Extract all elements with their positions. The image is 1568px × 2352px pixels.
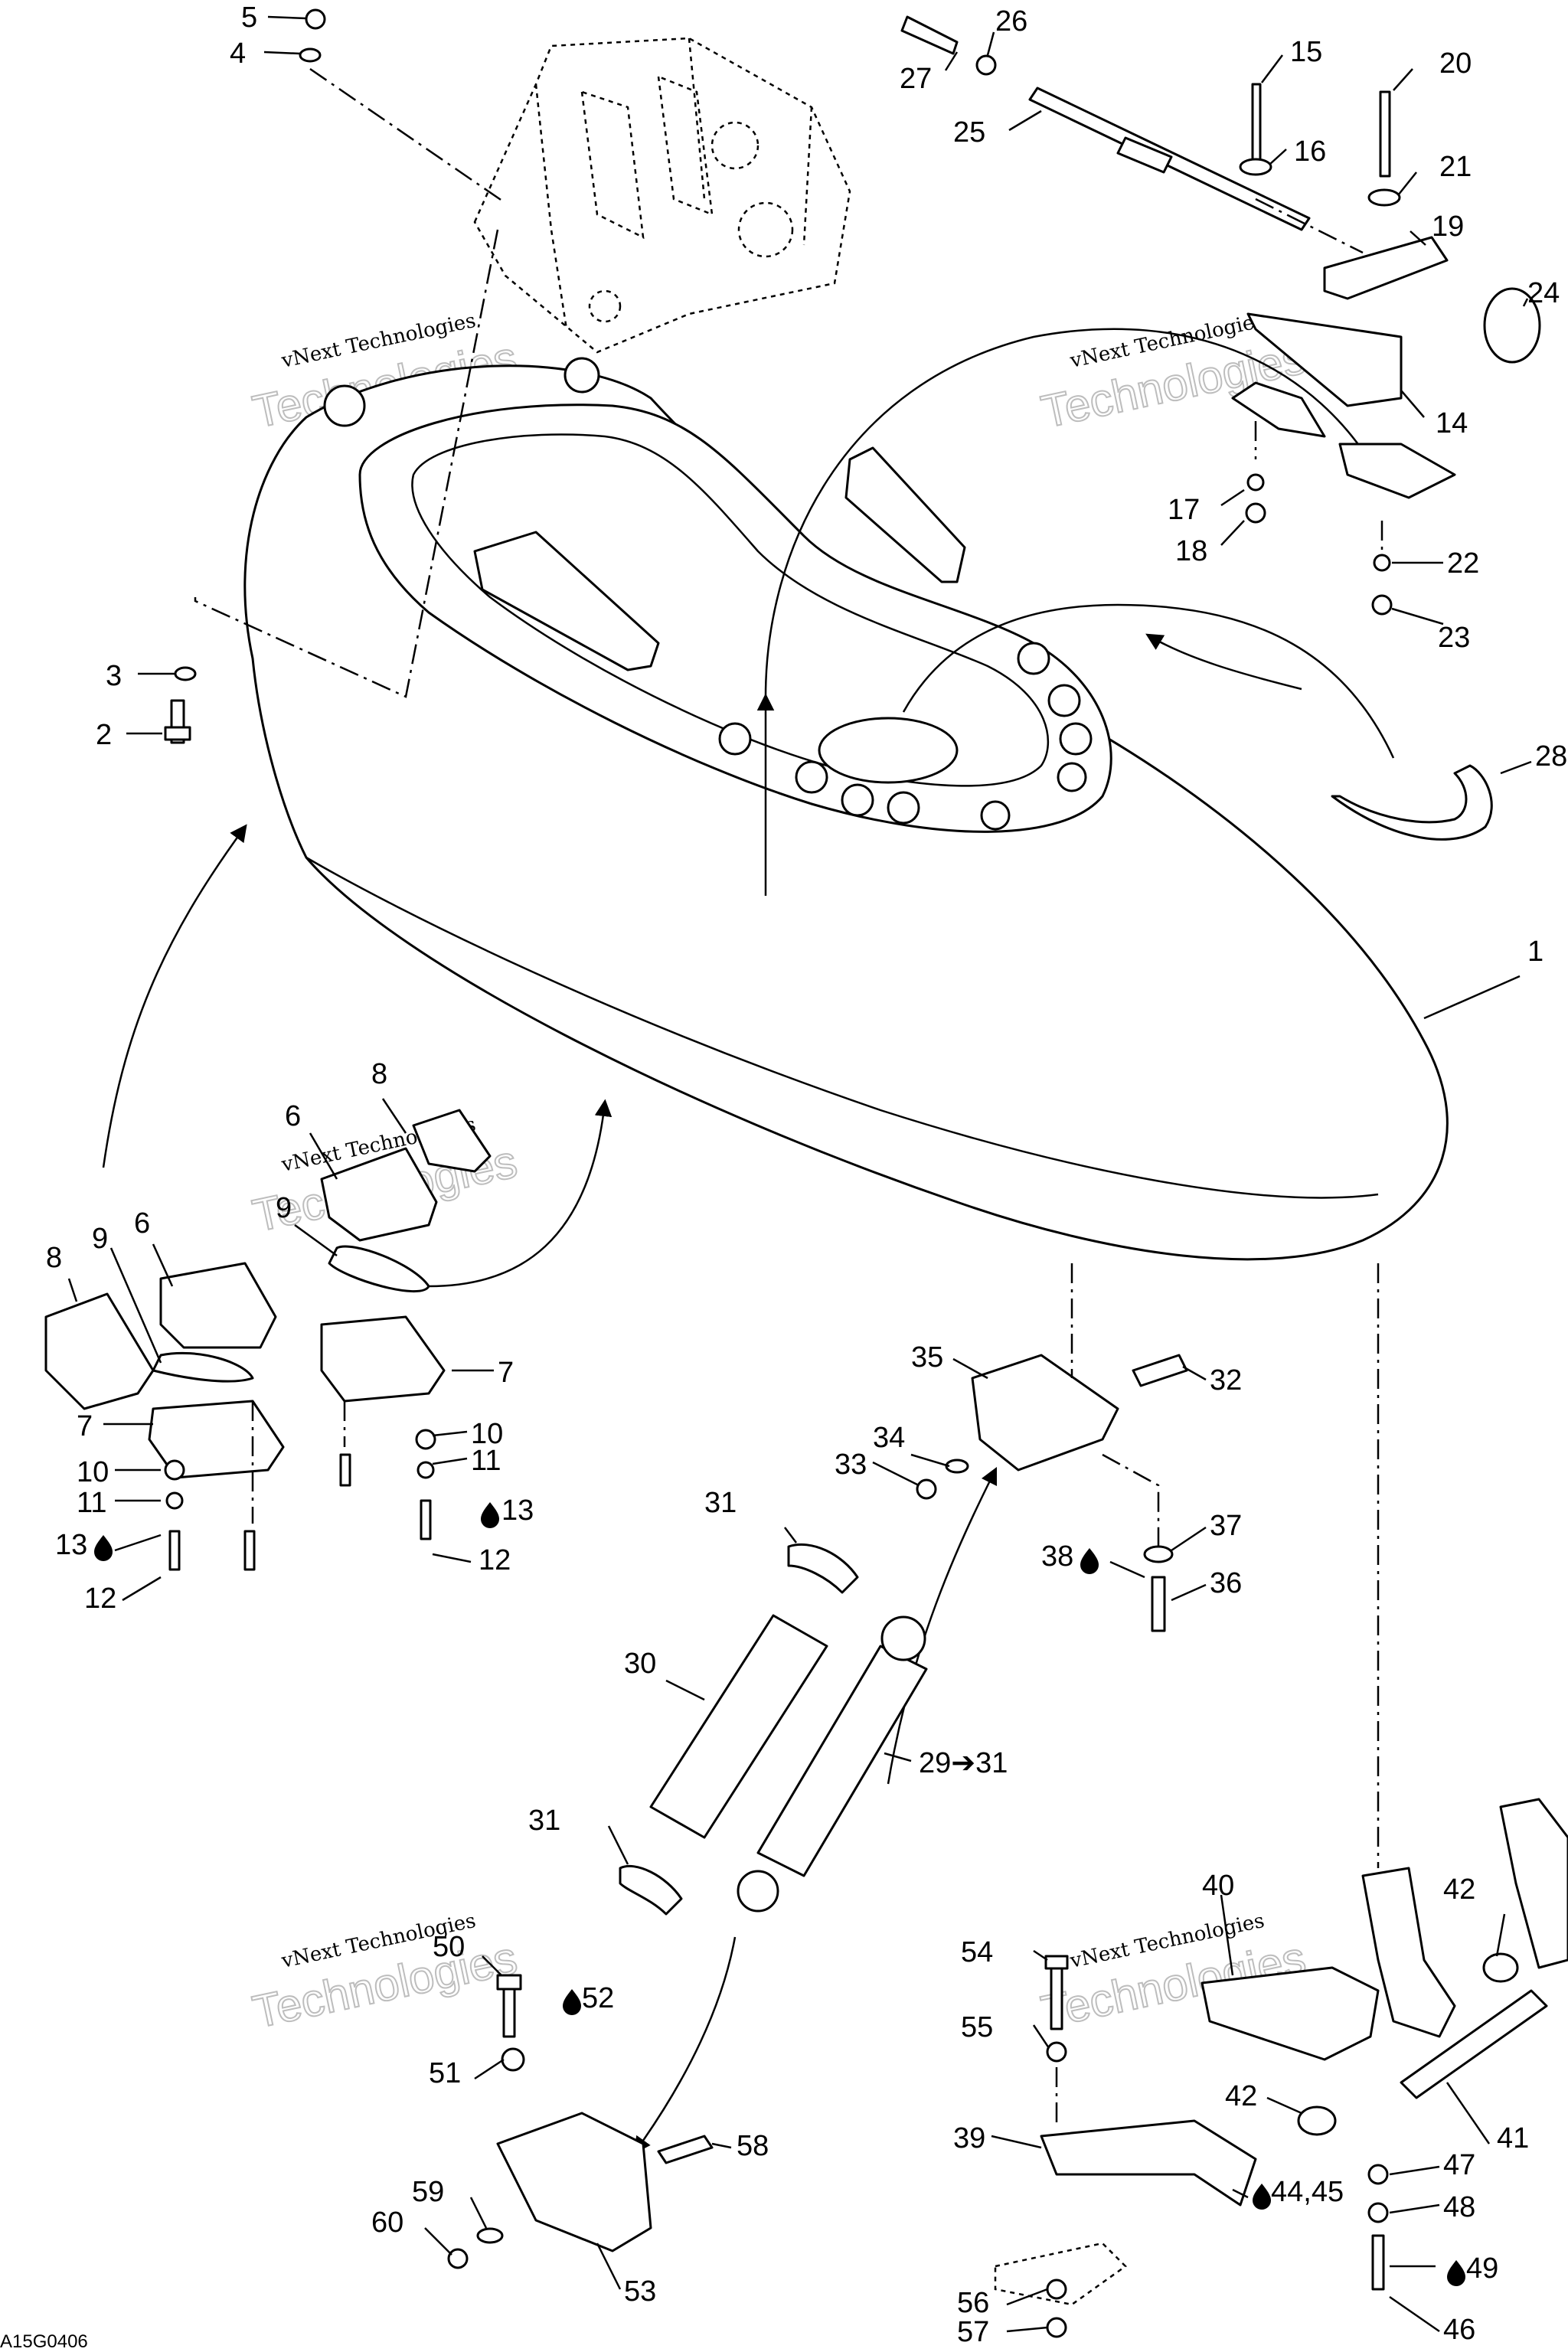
part-label-13: 13 (501, 1494, 534, 1527)
part-label-52: 52 (582, 1982, 614, 2014)
part-label-42: 42 (1443, 1873, 1475, 1906)
part-label-11: 11 (471, 1445, 501, 1477)
part-label-10: 10 (77, 1456, 109, 1488)
flow-arrows (102, 633, 1302, 2154)
part-label-7: 7 (498, 1357, 514, 1389)
part-label-5: 5 (241, 2, 257, 34)
part-label-22: 22 (1447, 547, 1479, 580)
part-label-27: 27 (900, 63, 932, 95)
part-label-58: 58 (737, 2130, 769, 2162)
engine-outline (473, 37, 851, 354)
part-label-6: 6 (285, 1100, 301, 1132)
part-label-24: 24 (1527, 277, 1560, 309)
lower-linkage-parts (994, 1263, 1568, 2338)
part-label-19: 19 (1432, 211, 1464, 243)
part-label-20: 20 (1439, 47, 1472, 80)
part-label-14: 14 (1436, 407, 1468, 439)
part-label-1: 1 (1527, 936, 1544, 968)
part-label-59: 59 (412, 2176, 444, 2208)
drop-icon (481, 1502, 499, 1528)
part-labels: 5 4 3 2 26 27 25 15 16 20 21 19 24 14 17… (46, 2, 1567, 2348)
part-label-21: 21 (1439, 151, 1472, 183)
part-label-26: 26 (995, 5, 1027, 38)
part-label-46: 46 (1443, 2314, 1475, 2346)
lower-mount-parts (447, 1974, 714, 2269)
part-label-56: 56 (957, 2287, 989, 2319)
drop-icon (563, 1989, 581, 2015)
part-label-32: 32 (1210, 1364, 1242, 1396)
part-label-36: 36 (1210, 1567, 1242, 1599)
hull (243, 328, 1449, 1261)
part-label-53: 53 (624, 2275, 656, 2308)
part-label-50: 50 (433, 1931, 465, 1963)
part-label-28: 28 (1535, 740, 1567, 773)
part-label-9: 9 (92, 1223, 108, 1255)
part-label-11: 11 (77, 1487, 106, 1519)
part-label-51: 51 (429, 2057, 461, 2089)
part-label-9: 9 (276, 1192, 292, 1224)
shock-mount-parts (916, 1263, 1188, 1632)
part-label-30: 30 (624, 1648, 656, 1680)
shock-absorber-parts (619, 1543, 928, 1916)
part-label-33: 33 (835, 1449, 867, 1481)
part-label-40: 40 (1202, 1870, 1234, 1902)
part-label-8: 8 (46, 1242, 62, 1274)
part-label-2: 2 (96, 719, 112, 751)
part-label-34: 34 (873, 1422, 905, 1454)
part-label-55: 55 (961, 2011, 993, 2043)
part-label-23: 23 (1438, 622, 1470, 654)
part-label-35: 35 (911, 1341, 943, 1374)
part-label-42: 42 (1225, 2080, 1257, 2112)
part-label-18: 18 (1175, 535, 1207, 567)
part-label-39: 39 (953, 2122, 985, 2154)
part-label-8: 8 (371, 1058, 387, 1090)
part-label-10: 10 (471, 1418, 503, 1450)
fasteners-topleft (164, 8, 506, 744)
part-label-12: 12 (479, 1544, 511, 1576)
cable-parts (900, 15, 1364, 254)
drop-icon (1080, 1548, 1099, 1574)
figure-code: A15G0406 (0, 2331, 88, 2352)
part-label-17: 17 (1168, 494, 1200, 526)
part-label-48: 48 (1443, 2191, 1475, 2223)
part-label-41: 41 (1497, 2122, 1529, 2154)
part-label-13: 13 (55, 1529, 87, 1561)
part-label-54: 54 (961, 1936, 993, 1968)
latch-parts (44, 1109, 492, 1571)
part-label-12: 12 (84, 1583, 116, 1615)
part-label-16: 16 (1294, 136, 1326, 168)
part-label-7: 7 (77, 1410, 93, 1442)
part-label-57: 57 (957, 2316, 989, 2348)
part-label-4: 4 (230, 38, 246, 70)
part-label-60: 60 (371, 2207, 403, 2239)
part-label-49: 49 (1466, 2252, 1498, 2285)
part-label-29-31: 29➔31 (919, 1747, 1008, 1779)
steering-bracket-parts (1231, 83, 1541, 616)
part-label-31: 31 (528, 1805, 560, 1837)
part-label-15: 15 (1290, 36, 1322, 68)
part-label-6: 6 (134, 1207, 150, 1240)
part-label-31: 31 (704, 1487, 737, 1519)
part-label-38: 38 (1041, 1540, 1073, 1573)
leader-lines (67, 15, 1532, 2333)
part-label-47: 47 (1443, 2149, 1475, 2181)
drop-icon (94, 1535, 113, 1561)
part-label-44-45: 44,45 (1271, 2176, 1344, 2208)
part-label-25: 25 (953, 116, 985, 149)
part-label-37: 37 (1210, 1510, 1242, 1542)
drop-icons (94, 1502, 1465, 2286)
strap-part (1331, 764, 1493, 841)
drop-icon (1447, 2260, 1465, 2286)
part-label-3: 3 (106, 660, 122, 692)
drop-icon (1253, 2184, 1271, 2210)
